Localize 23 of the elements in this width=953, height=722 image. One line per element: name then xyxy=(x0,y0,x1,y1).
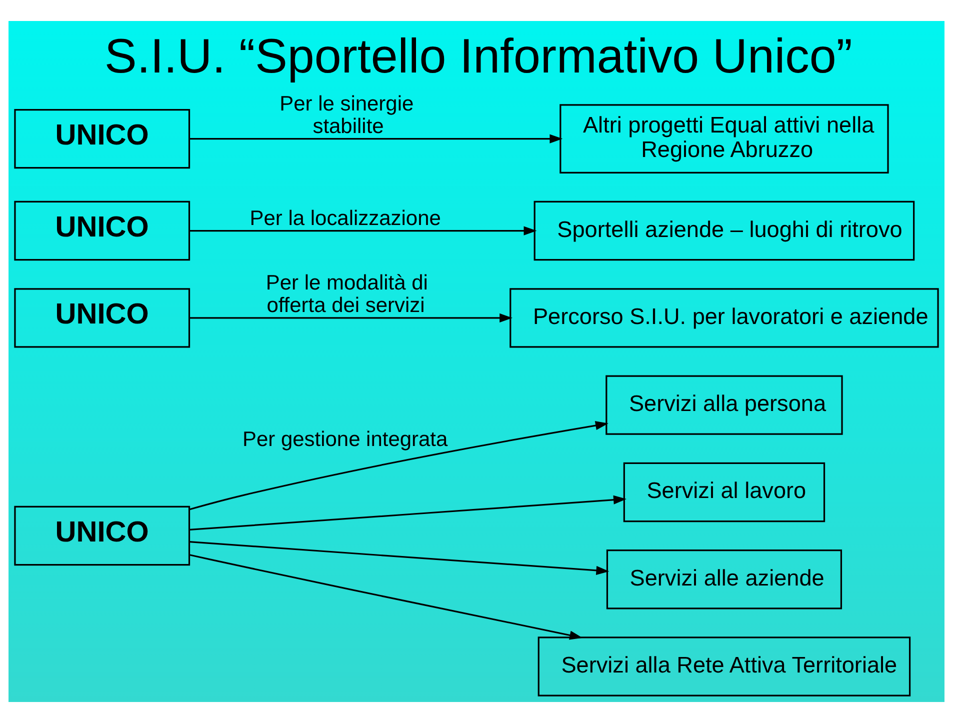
node-box: Servizi al lavoro xyxy=(623,462,826,522)
arrow xyxy=(189,554,583,640)
node-box: UNICO xyxy=(14,200,190,260)
node-box: Altri progetti Equal attivi nella Regione Abruzzo xyxy=(560,104,889,173)
edge-label: Per la localizzazione xyxy=(250,206,441,230)
node-box: Servizi alle aziende xyxy=(606,549,842,609)
node-box: Percorso S.I.U. per lavoratori e aziende xyxy=(510,288,939,348)
node-box: Servizi alla persona xyxy=(606,374,843,434)
node-box: UNICO xyxy=(14,108,190,168)
edge-label: Per le modalità di offerta dei servizi xyxy=(266,271,428,317)
node-box: UNICO xyxy=(14,505,190,566)
arrow xyxy=(190,494,626,530)
node-box: UNICO xyxy=(14,288,190,348)
arrow xyxy=(190,226,537,235)
arrow xyxy=(190,312,512,322)
arrow xyxy=(189,420,608,510)
edge-label: Per le sinergie stabilite xyxy=(280,92,414,138)
diagram-title: S.I.U. “Sportello Informativo Unico” xyxy=(104,29,852,84)
arrow xyxy=(190,134,563,143)
node-box: Sportelli aziende – luoghi di ritrovo xyxy=(534,200,915,260)
node-box: Servizi alla Rete Attiva Territoriale xyxy=(538,636,911,696)
edge-label: Per gestione integrata xyxy=(242,428,448,451)
arrow xyxy=(190,540,610,574)
